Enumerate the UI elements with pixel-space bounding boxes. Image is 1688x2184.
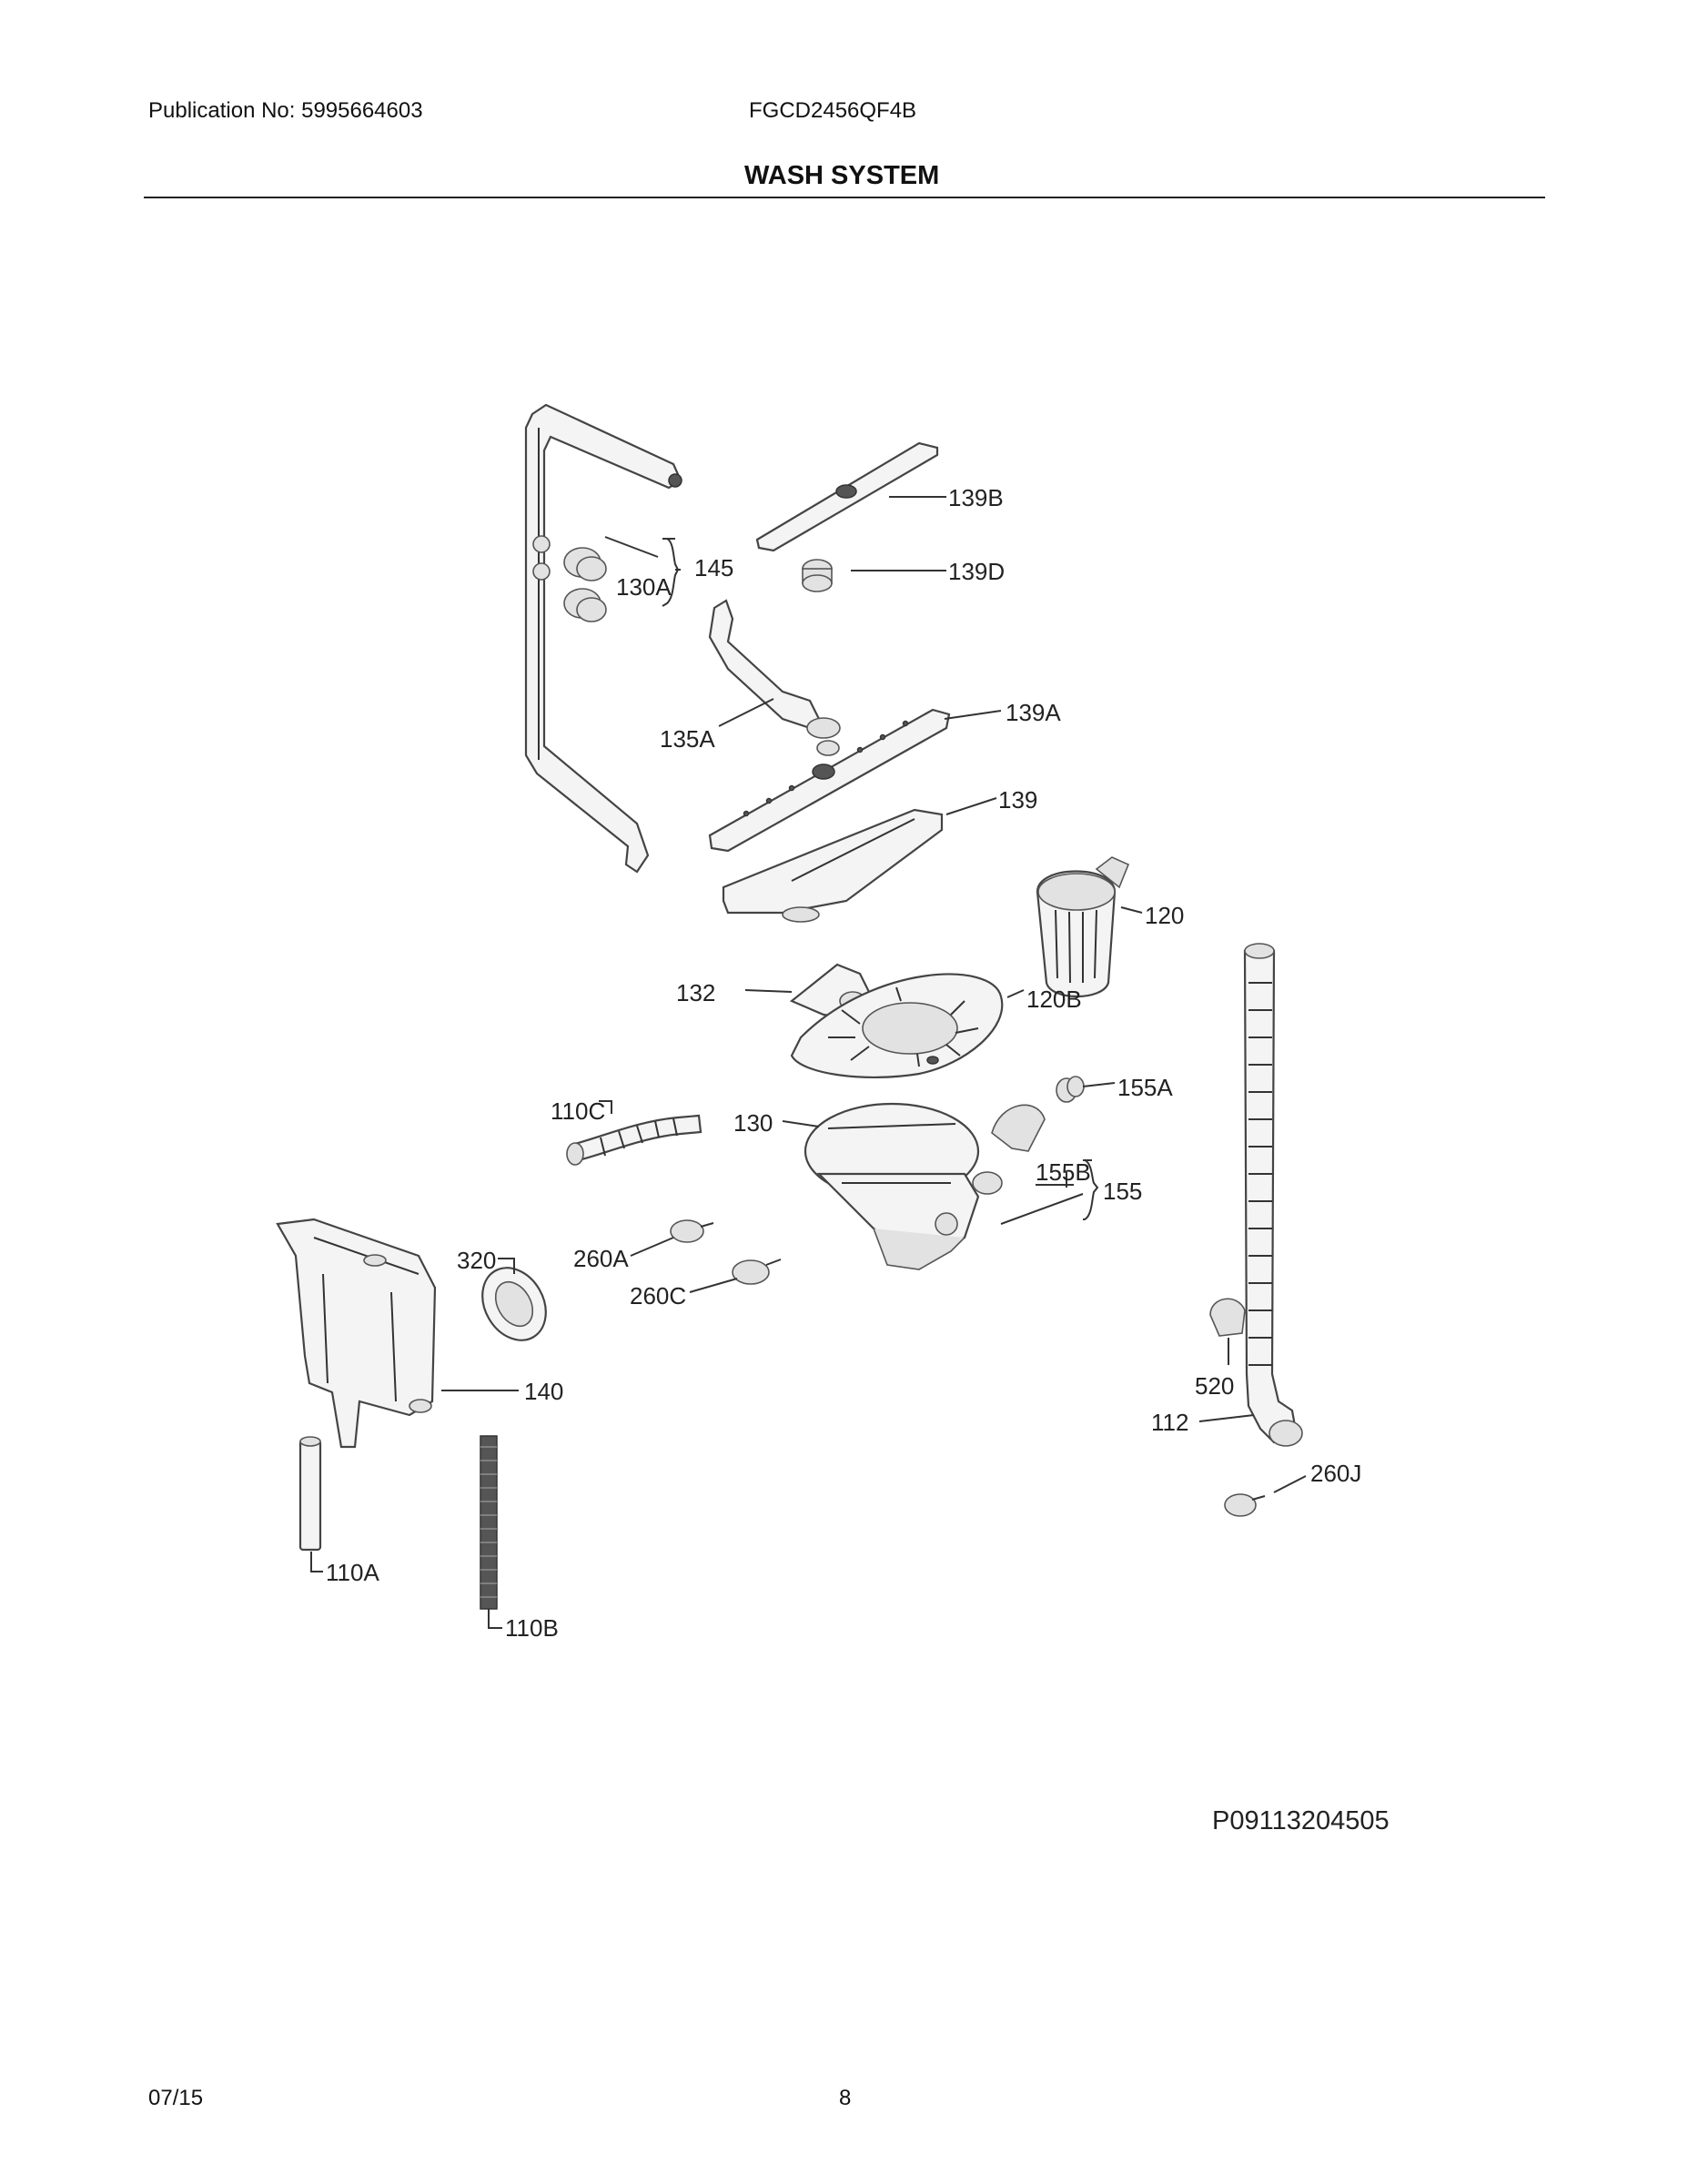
callout-139D: 139D [948, 558, 1005, 585]
inlet-hose [566, 1114, 702, 1166]
header-divider [144, 197, 1545, 198]
page-number: 8 [839, 2086, 852, 2110]
callout-520: 520 [1195, 1372, 1234, 1400]
callout-139: 139 [998, 786, 1037, 814]
footer-date: 07/15 [148, 2086, 204, 2110]
callout-145: 145 [694, 554, 733, 581]
upper-spray-arm [755, 441, 939, 552]
callout-labels: 139B 139D 145 130A 135A 139A 139 120 132… [326, 484, 1361, 1642]
callout-260A: 260A [573, 1245, 629, 1272]
callout-110B: 110B [505, 1614, 559, 1642]
clamp-260a [670, 1219, 714, 1243]
diagram-id: P09113204505 [1212, 1806, 1390, 1835]
hose-clip [1209, 1298, 1246, 1337]
tube-fittings [563, 547, 607, 622]
spray-arm-conduit [708, 599, 841, 756]
callout-139A: 139A [1006, 699, 1061, 726]
sump-seal [481, 1267, 547, 1341]
leader-lines [310, 496, 1307, 1629]
tube-110a [298, 1436, 322, 1552]
callout-130: 130 [733, 1109, 773, 1137]
callout-110C: 110C [551, 1097, 605, 1125]
callout-139B: 139B [948, 484, 1004, 511]
callout-130A: 130A [616, 573, 672, 601]
callout-320: 320 [457, 1247, 496, 1274]
lower-spray-arm [722, 808, 944, 923]
callout-112: 112 [1151, 1409, 1188, 1436]
callout-155A: 155A [1117, 1074, 1173, 1101]
callout-155: 155 [1103, 1178, 1142, 1205]
callout-132: 132 [676, 979, 715, 1006]
callout-140: 140 [524, 1378, 563, 1405]
callout-260J: 260J [1310, 1460, 1361, 1487]
callout-120: 120 [1145, 902, 1184, 929]
filter-assembly [1036, 856, 1130, 998]
middle-spray-arm [708, 708, 951, 853]
callout-260C: 260C [630, 1282, 686, 1309]
callout-155B: 155B [1036, 1158, 1091, 1186]
air-break-assembly [276, 1218, 437, 1449]
hose-seal [1056, 1076, 1085, 1103]
drain-hose [1243, 943, 1303, 1447]
tube-110b [480, 1435, 498, 1610]
spray-arm-nut [802, 559, 833, 592]
publication-number: Publication No: 5995664603 [148, 98, 423, 123]
clamp-260c [732, 1259, 782, 1285]
callout-110A: 110A [326, 1559, 379, 1586]
callout-135A: 135A [660, 725, 715, 753]
clamp-260j [1224, 1493, 1266, 1517]
upper-supply-tube [524, 403, 682, 874]
fine-filter-plate [790, 973, 1004, 1078]
sump-bracket [991, 1104, 1046, 1152]
callout-120B: 120B [1026, 986, 1082, 1013]
sump-assembly [804, 1102, 1003, 1270]
section-title: WASH SYSTEM [744, 161, 940, 190]
model-number: FGCD2456QF4B [749, 98, 917, 123]
